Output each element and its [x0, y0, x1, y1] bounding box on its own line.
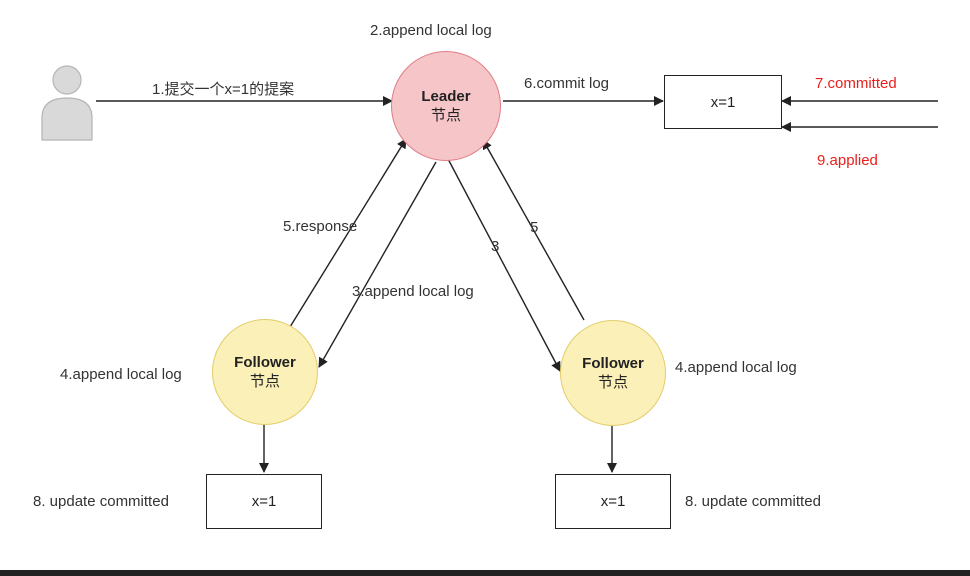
state-box-left: x=1: [206, 474, 322, 529]
state-box-top-value: x=1: [710, 93, 736, 111]
label-update-right: 8. update committed: [685, 493, 821, 510]
follower-left-title: Follower: [234, 354, 296, 371]
arrow-append-left: [318, 161, 437, 368]
leader-node: Leader 节点: [391, 51, 501, 161]
label-update-left: 8. update committed: [33, 493, 169, 510]
arrow-response: [289, 138, 407, 328]
follower-right-node: Follower 节点: [560, 320, 666, 426]
state-box-left-value: x=1: [251, 493, 277, 510]
label-propose: 1.提交一个x=1的提案: [152, 81, 295, 98]
label-follower-right-append: 4.append local log: [675, 359, 797, 376]
label-committed: 7.committed: [815, 75, 897, 92]
label-commit-log: 6.commit log: [524, 75, 610, 92]
label-follower-left-append: 4.append local log: [60, 366, 182, 383]
label-leader-append: 2.append local log: [370, 22, 492, 39]
label-append-left: 3.append local log: [352, 283, 474, 300]
label-applied: 9.applied: [817, 152, 878, 169]
state-box-top: x=1: [664, 75, 782, 129]
leader-subtitle: 节点: [430, 107, 461, 124]
state-box-right: x=1: [555, 474, 671, 529]
label-five: 5: [530, 219, 539, 236]
label-three: 3: [491, 238, 500, 255]
user-icon: [41, 65, 93, 141]
bottom-border: [0, 570, 970, 576]
arrow-append-right: [446, 156, 561, 372]
state-box-right-value: x=1: [600, 493, 626, 510]
follower-right-subtitle: 节点: [597, 374, 628, 391]
follower-left-subtitle: 节点: [249, 373, 280, 390]
follower-right-title: Follower: [582, 355, 644, 372]
label-response: 5.response: [283, 218, 358, 235]
arrow-response-right: [482, 139, 585, 321]
follower-left-node: Follower 节点: [212, 319, 318, 425]
leader-title: Leader: [421, 88, 471, 105]
